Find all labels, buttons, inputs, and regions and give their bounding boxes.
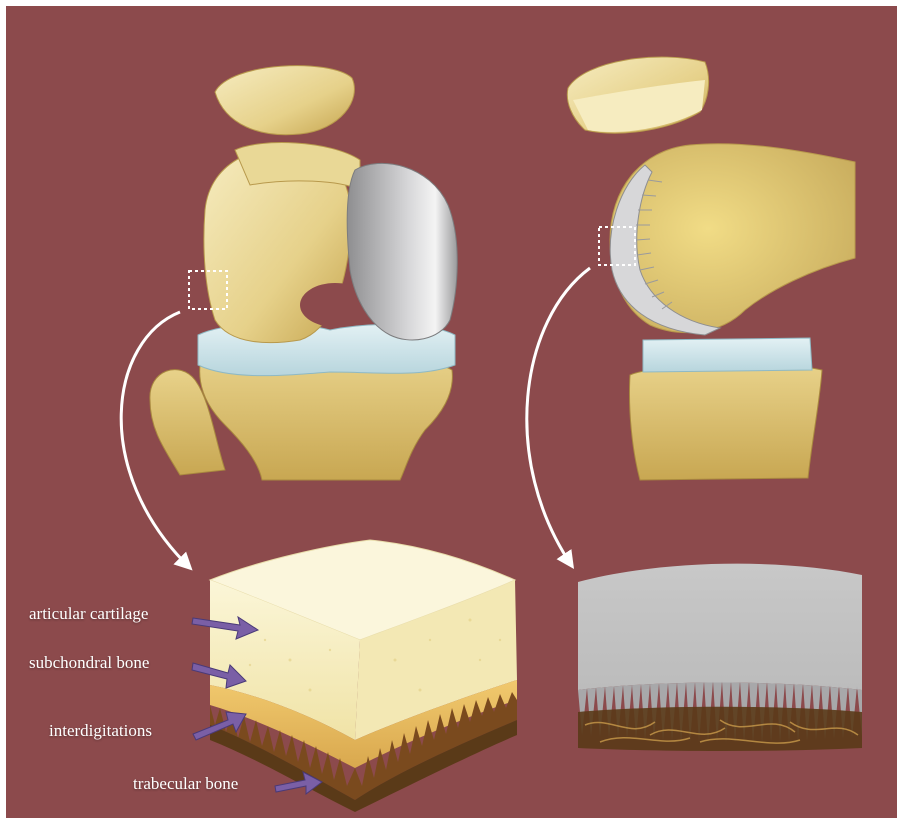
tibia-side [629,365,822,480]
meniscus-side [643,338,812,372]
label-subchondral-bone: subchondral bone [29,653,149,673]
implant-cartilage-block [578,564,862,751]
label-trabecular-bone: trabecular bone [133,774,238,794]
label-interdigitations: interdigitations [49,721,152,741]
implant-grey-layer [578,564,862,690]
label-articular-cartilage: articular cartilage [29,604,148,624]
